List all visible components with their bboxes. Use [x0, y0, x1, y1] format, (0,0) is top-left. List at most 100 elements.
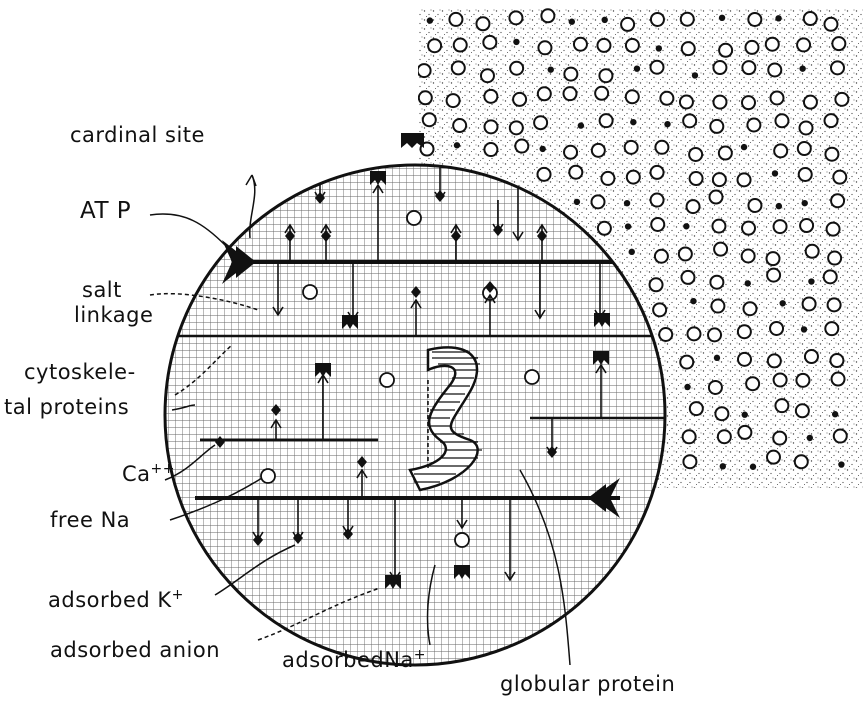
free-ion-particle — [742, 96, 755, 109]
dissolved-particle — [741, 144, 747, 150]
label-globular-protein: globular protein — [500, 674, 675, 695]
label-cytoskeletal-line1: cytoskele- — [24, 362, 136, 383]
free-ion-particle — [419, 91, 432, 104]
free-ion-particle — [680, 356, 693, 369]
free-ion-particle — [748, 199, 761, 212]
free-ion-particle — [564, 68, 577, 81]
free-ion-particle — [833, 171, 846, 184]
free-ion-particle — [509, 11, 522, 24]
free-ion-particle — [563, 87, 576, 100]
free-ion-particle — [738, 173, 751, 186]
free-ion-particle — [774, 373, 787, 386]
dissolved-particle — [808, 278, 814, 284]
free-ion-particle — [775, 114, 788, 127]
dissolved-particle — [745, 280, 751, 286]
label-atp: AT P — [80, 200, 131, 223]
free-ion-particle — [683, 455, 696, 468]
free-ion-particle — [423, 113, 436, 126]
free-ion-particle — [651, 13, 664, 26]
free-ion-particle — [828, 298, 841, 311]
dissolved-particle — [720, 463, 726, 469]
free-ion-particle — [651, 166, 664, 179]
label-ca-charge: ++ — [151, 461, 175, 477]
free-ion — [455, 533, 469, 547]
free-ion-particle — [831, 61, 844, 74]
free-ion-particle — [719, 147, 732, 160]
free-ion-particle — [738, 426, 751, 439]
dissolved-particle — [776, 203, 782, 209]
dissolved-particle — [772, 170, 778, 176]
free-ion-particle — [767, 269, 780, 282]
free-ion-particle — [418, 64, 431, 77]
dissolved-particle — [838, 461, 844, 467]
free-ion-particle — [711, 300, 724, 313]
free-ion-particle — [651, 194, 664, 207]
free-ion-particle — [798, 142, 811, 155]
free-ion-particle — [715, 407, 728, 420]
dissolved-particle — [427, 17, 433, 23]
free-ion-particle — [774, 144, 787, 157]
free-ion-particle — [513, 93, 526, 106]
free-ion-particle — [774, 220, 787, 233]
dissolved-particle — [634, 65, 640, 71]
free-ion-particle — [796, 374, 809, 387]
free-ion-particle — [484, 90, 497, 103]
free-ion-particle — [804, 96, 817, 109]
free-ion-particle — [681, 13, 694, 26]
dissolved-particle — [684, 384, 690, 390]
free-ion-particle — [453, 119, 466, 132]
free-ion-particle — [650, 278, 663, 291]
free-ion-particle — [712, 220, 725, 233]
dissolved-particle — [750, 464, 756, 470]
free-ion-particle — [681, 271, 694, 284]
free-ion-particle — [748, 13, 761, 26]
free-ion-particle — [830, 354, 843, 367]
free-ion-particle — [621, 18, 634, 31]
free-ion-particle — [510, 121, 523, 134]
free-ion-particle — [428, 39, 441, 52]
free-ion-particle — [832, 373, 845, 386]
free-ion-particle — [599, 69, 612, 82]
dissolved-particle — [454, 142, 460, 148]
dissolved-particle — [801, 326, 807, 332]
free-ion-particle — [806, 245, 819, 258]
free-ion-particle — [800, 219, 813, 232]
dissolved-particle — [569, 19, 575, 25]
label-free-na: free Na — [50, 510, 130, 531]
label-salt: salt — [82, 280, 122, 301]
dissolved-particle — [742, 412, 748, 418]
free-ion-particle — [689, 148, 702, 161]
free-ion-particle — [800, 121, 813, 134]
dissolved-particle — [719, 15, 725, 21]
free-ion-particle — [825, 148, 838, 161]
free-ion-particle — [827, 223, 840, 236]
free-ion-particle — [481, 69, 494, 82]
dissolved-particle — [692, 72, 698, 78]
dissolved-particle — [539, 146, 545, 152]
free-ion-particle — [770, 91, 783, 104]
free-ion — [380, 373, 394, 387]
free-ion-particle — [835, 93, 848, 106]
free-ion — [407, 211, 421, 225]
free-ion-particle — [651, 218, 664, 231]
free-ion-particle — [660, 92, 673, 105]
free-ion-particle — [713, 173, 726, 186]
free-ion-particle — [626, 90, 639, 103]
dissolved-particle — [775, 15, 781, 21]
free-ion-particle — [597, 39, 610, 52]
free-ion-particle — [796, 404, 809, 417]
free-ion-particle — [682, 42, 695, 55]
free-ion-particle — [719, 44, 732, 57]
dissolved-particle — [578, 122, 584, 128]
free-ion-particle — [659, 328, 672, 341]
dissolved-particle — [624, 200, 630, 206]
free-ion-particle — [742, 222, 755, 235]
dissolved-particle — [683, 223, 689, 229]
free-ion — [261, 469, 275, 483]
free-ion-particle — [825, 114, 838, 127]
free-ion — [303, 285, 317, 299]
label-ca-text: Ca — [122, 462, 151, 486]
dissolved-particle — [629, 249, 635, 255]
label-adsorbed-k-charge: + — [172, 587, 184, 603]
free-ion-particle — [538, 168, 551, 181]
